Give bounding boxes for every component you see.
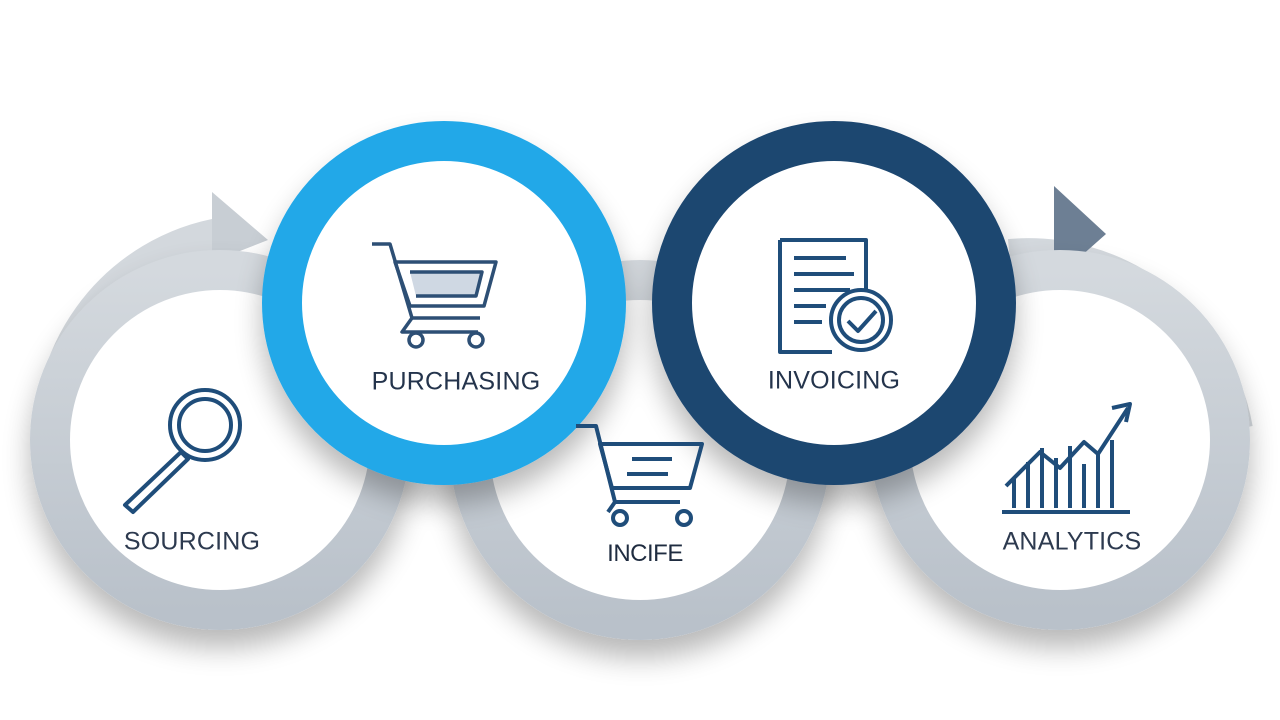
sourcing-label: SOURCING bbox=[123, 527, 261, 556]
magnifier-icon bbox=[123, 388, 242, 514]
growth-chart-icon bbox=[1002, 402, 1132, 514]
middle-label: INCIFE bbox=[607, 540, 683, 567]
invoicing-label: INVOICING bbox=[767, 366, 901, 395]
analytics-label: ANALYTICS bbox=[1002, 527, 1142, 556]
purchasing-ring bbox=[262, 121, 626, 485]
shopping-cart-icon bbox=[372, 242, 498, 349]
purchasing-label: PURCHASING bbox=[371, 367, 541, 396]
shopping-cart-icon bbox=[576, 424, 704, 527]
document-check-icon bbox=[778, 238, 893, 354]
